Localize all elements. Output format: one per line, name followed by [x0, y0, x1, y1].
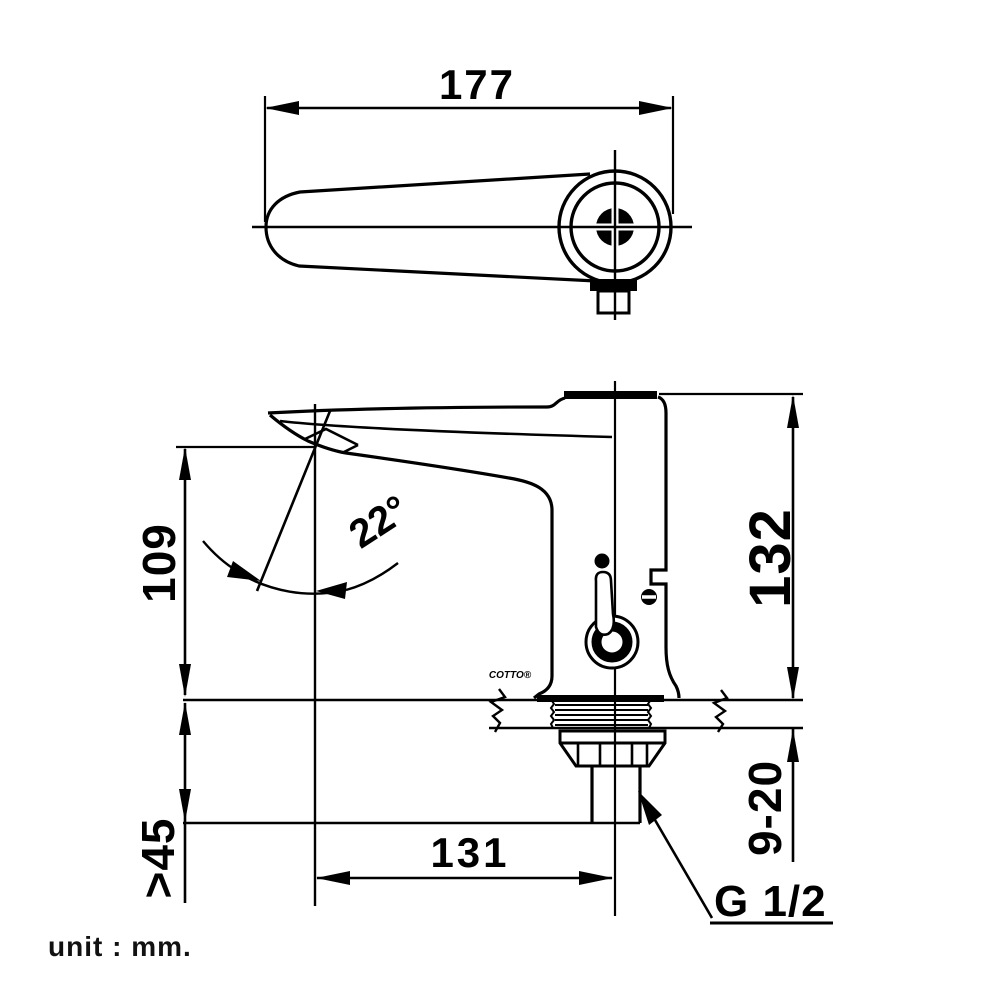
- body-rear-edge: [649, 395, 681, 699]
- dim-deck-thickness-value: 9-20: [739, 760, 791, 856]
- dim-spout-length-value: 177: [439, 61, 515, 108]
- spout-crease-line: [279, 419, 613, 439]
- spout-top-edge: [267, 396, 566, 415]
- dim-spout-angle-value: 22°: [342, 487, 417, 557]
- arrowhead-left-icon: [265, 101, 299, 115]
- angle-arrowhead-right-icon: [316, 582, 347, 599]
- counter-deck: [183, 688, 803, 733]
- handle-lever: [594, 570, 616, 636]
- dim-body-height-value: 132: [738, 508, 803, 608]
- dim-deck-thickness: 9-20: [739, 729, 799, 862]
- nut-facets: [576, 744, 649, 766]
- arrowhead-right-icon: [639, 101, 673, 115]
- leader-arrowhead-icon: [638, 791, 662, 825]
- lever-top-bar: [590, 279, 637, 291]
- threaded-shank: [549, 700, 653, 729]
- lever-top-square: [596, 289, 631, 315]
- arrowhead-down-icon: [179, 789, 191, 822]
- dim-spout-length: 177: [263, 61, 675, 222]
- leader-line: [653, 819, 714, 919]
- angle-arc-tail-right: [345, 562, 399, 592]
- arrowhead-up-icon: [787, 729, 799, 762]
- shank-threads: [555, 704, 648, 726]
- side-view: COTTO® 109: [132, 381, 833, 926]
- dim-spout-angle: 22°: [202, 410, 417, 599]
- base-plate: [537, 695, 664, 702]
- dim-min-clearance-value: >45: [132, 817, 184, 898]
- arrowhead-right-icon: [579, 871, 613, 885]
- angle-reference-line: [255, 410, 332, 592]
- angle-arrowhead-left-icon: [227, 561, 261, 581]
- aerator-detail: [304, 427, 359, 454]
- nut-outline: [558, 729, 667, 768]
- spout-underside: [268, 413, 554, 700]
- shank-left-edge: [549, 700, 556, 729]
- mounting-nut: [558, 729, 667, 768]
- deck-break-right-icon: [711, 689, 729, 733]
- top-cap: [564, 391, 657, 399]
- arrowhead-down-icon: [179, 664, 191, 697]
- top-view: 177: [252, 61, 692, 320]
- dim-body-height: 132: [659, 392, 803, 700]
- arrowhead-down-icon: [787, 667, 799, 700]
- arrowhead-up-icon: [179, 702, 191, 735]
- dim-spout-height: 109: [133, 445, 316, 697]
- thread-callout: G 1/2: [638, 791, 833, 926]
- dim-spout-height-value: 109: [133, 523, 185, 603]
- brand-logo: COTTO®: [489, 670, 532, 681]
- dim-spout-reach-value: 131: [430, 829, 509, 876]
- arrowhead-left-icon: [316, 871, 350, 885]
- shank-right-edge: [646, 700, 653, 729]
- arrowhead-up-icon: [179, 447, 191, 480]
- unit-note: unit : mm.: [48, 931, 192, 962]
- dim-min-clearance: >45: [132, 702, 191, 903]
- thread-size-label: G 1/2: [714, 877, 827, 926]
- handle-dot: [594, 553, 610, 569]
- deck-break-left-icon: [488, 688, 507, 733]
- dim-spout-reach: 131: [313, 404, 613, 906]
- arrowhead-up-icon: [787, 395, 799, 428]
